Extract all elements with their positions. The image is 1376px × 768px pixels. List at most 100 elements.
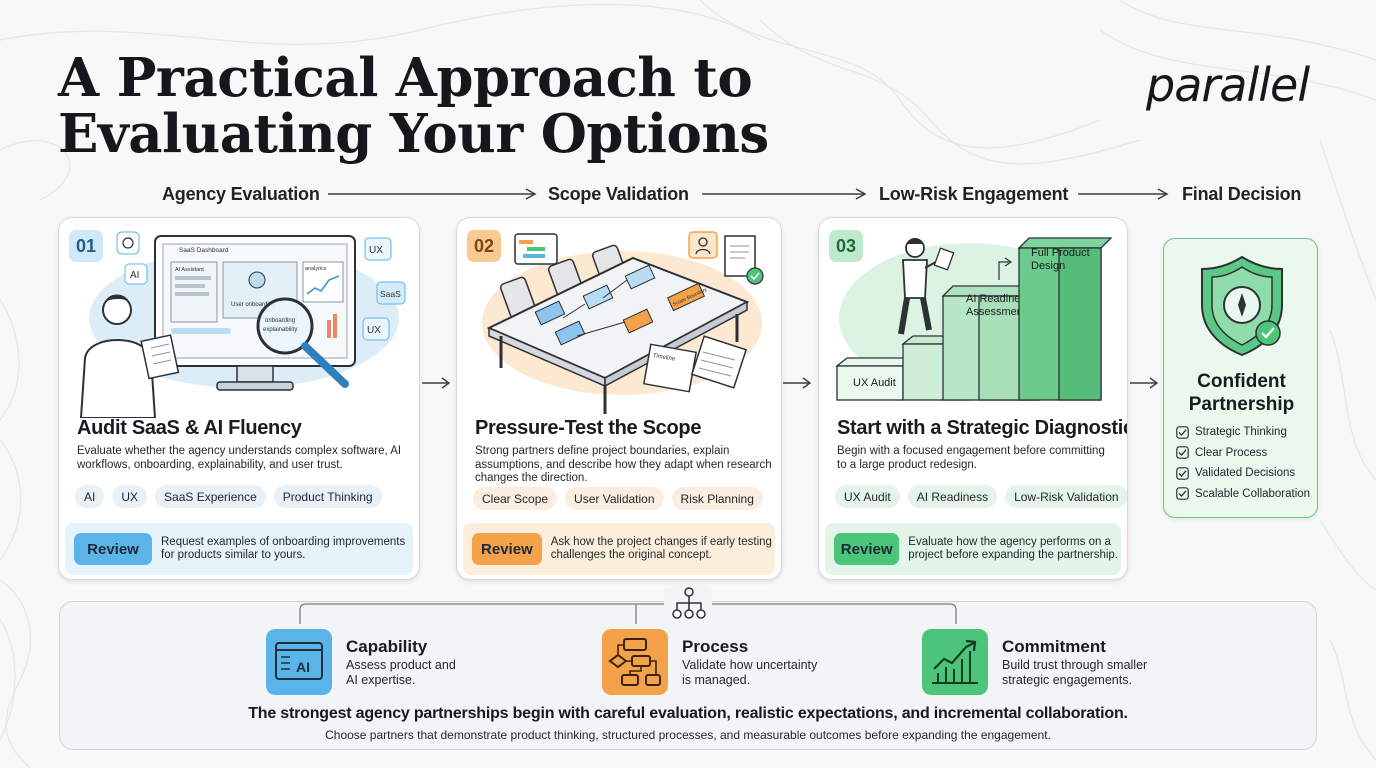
review-button[interactable]: Review [472,533,542,565]
arrow-right-icon [1130,377,1159,389]
checklist: Strategic Thinking Clear Process Validat… [1176,422,1310,504]
pillar-description-line: Validate how uncertainty [682,658,818,672]
card-description: Begin with a focused engagement before c… [837,445,1105,471]
hierarchy-icon [672,587,706,619]
tag: UX Audit [835,485,900,508]
pillar-description-line: AI expertise. [346,673,416,687]
final-title: Confident Partnership [1164,370,1319,416]
chart-label: analytics [305,266,327,272]
window-title: SaaS Dashboard [179,247,229,254]
conclusion-subtext: Choose partners that demonstrate product… [325,728,1051,742]
tag: Clear Scope [473,487,558,510]
step-ai-readiness-text-line-2: Assessment [966,306,1026,318]
arrow-right-icon [422,377,451,389]
step-card-diagnostic: UX Audit AI Readiness Assessment Full Pr… [818,217,1128,580]
card-description: Evaluate whether the agency understands … [77,445,402,471]
stage-label-scope-validation: Scope Validation [548,184,689,204]
final-title-line-1: Confident [1197,371,1286,392]
review-box: Review Request examples of onboarding im… [65,523,413,575]
step-card-audit: SaaS Dashboard AI Assistant User onboard… [58,217,420,580]
chip-ux: UX [369,245,383,256]
step-card-scope: Scope Boundary Timeline 02 Pressure-Test… [456,217,782,580]
timeline-doc-label: Timeline [652,353,676,363]
page-title: A Practical Approach to Evaluating Your … [58,47,769,165]
checkbox-icon [1176,446,1189,460]
step-full-product: Full Product Design [1031,247,1093,272]
pillar-title: Process [682,637,749,656]
staircase-growth-illustration: UX Audit AI Readiness Assessment Full Pr… [835,237,1113,401]
pillar-description-line: is managed. [682,673,751,687]
arrow-right-icon [1078,188,1169,200]
magnifier-text-1: onboarding [265,318,295,324]
tag: User Validation [565,487,664,510]
card-title: Audit SaaS & AI Fluency [77,417,302,439]
onboarding-subtext: User onboarding [231,302,275,308]
pillar-description: Assess product and AI expertise. [346,658,516,688]
final-decision-card: Confident Partnership Strategic Thinking… [1163,238,1318,518]
review-box: Review Ask how the project changes if ea… [463,523,775,575]
pillar-description: Build trust through smaller strategic en… [1002,658,1172,688]
chip-saas: SaaS [380,289,401,299]
checklist-label: Strategic Thinking [1195,426,1287,439]
review-button[interactable]: Review [74,533,152,565]
tag-list: Clear Scope User Validation Risk Plannin… [473,487,763,510]
page-title-line-1: A Practical Approach to [58,47,753,109]
step-ux-audit: UX Audit [853,377,896,389]
tag: AI Readiness [907,485,998,508]
step-full-product-text-line-2: Design [1031,260,1065,272]
arrow-right-icon [328,188,537,200]
step-number: 03 [829,230,863,262]
pillar-description: Validate how uncertainty is managed. [682,658,852,688]
pillar-description-line: Assess product and [346,658,456,672]
ai-window-icon: AI [266,629,332,695]
review-text: Request examples of onboarding improveme… [161,535,406,562]
arrow-right-icon [783,377,812,389]
pillar-title: Capability [346,637,428,656]
pillar-description-line: Build trust through smaller [1002,658,1148,672]
tag-list: AI UX SaaS Experience Product Thinking [75,485,382,508]
checkbox-icon [1176,466,1189,480]
review-button[interactable]: Review [834,533,900,565]
checkbox-icon [1176,487,1189,501]
card-description: Strong partners define project boundarie… [475,445,772,484]
stage-label-final-decision: Final Decision [1182,184,1302,204]
review-text: Ask how the project changes if early tes… [550,535,772,562]
checklist-item: Validated Decisions [1176,463,1310,484]
chip-ai: AI [130,270,139,281]
step-number: 02 [467,230,501,262]
step-ai-readiness: AI Readiness Assessment [966,293,1035,318]
brand-logo: parallel [1146,58,1310,112]
pillar-description-line: strategic engagements. [1002,673,1132,687]
pillar-title: Commitment [1002,637,1106,656]
checklist-item: Clear Process [1176,443,1310,464]
tag: Product Thinking [273,485,382,508]
checklist-item: Strategic Thinking [1176,422,1310,443]
tag: UX [112,485,148,508]
stage-label-agency-evaluation: Agency Evaluation [162,184,320,204]
conclusion-headline: The strongest agency partnerships begin … [248,705,1128,722]
planning-table-illustration: Scope Boundary Timeline [482,231,764,414]
flowchart-icon [602,629,668,695]
tag: AI [75,485,105,508]
checkbox-icon [1176,425,1189,439]
page-title-line-2: Evaluating Your Options [58,103,769,165]
chip-ux-2: UX [367,325,381,336]
step-ai-readiness-text: AI Readiness [966,293,1032,305]
checklist-item: Scalable Collaboration [1176,484,1310,505]
tag-list: UX Audit AI Readiness Low-Risk Validatio… [835,485,1127,508]
tag: Risk Planning [671,487,763,510]
tag: Low-Risk Validation [1005,485,1127,508]
tag: SaaS Experience [155,485,266,508]
shield-compass-icon [1201,255,1283,357]
card-title: Pressure-Test the Scope [475,417,702,439]
step-full-product-text: Full Product [1031,247,1090,259]
ai-icon-text: AI [296,659,310,675]
checklist-label: Clear Process [1195,446,1268,459]
growth-chart-icon [922,629,988,695]
panel-label: AI Assistant [175,267,204,273]
stage-label-low-risk-engagement: Low-Risk Engagement [879,184,1069,204]
final-title-line-2: Partnership [1188,394,1295,415]
computer-audit-illustration: SaaS Dashboard AI Assistant User onboard… [79,231,406,418]
checklist-label: Validated Decisions [1195,467,1296,480]
